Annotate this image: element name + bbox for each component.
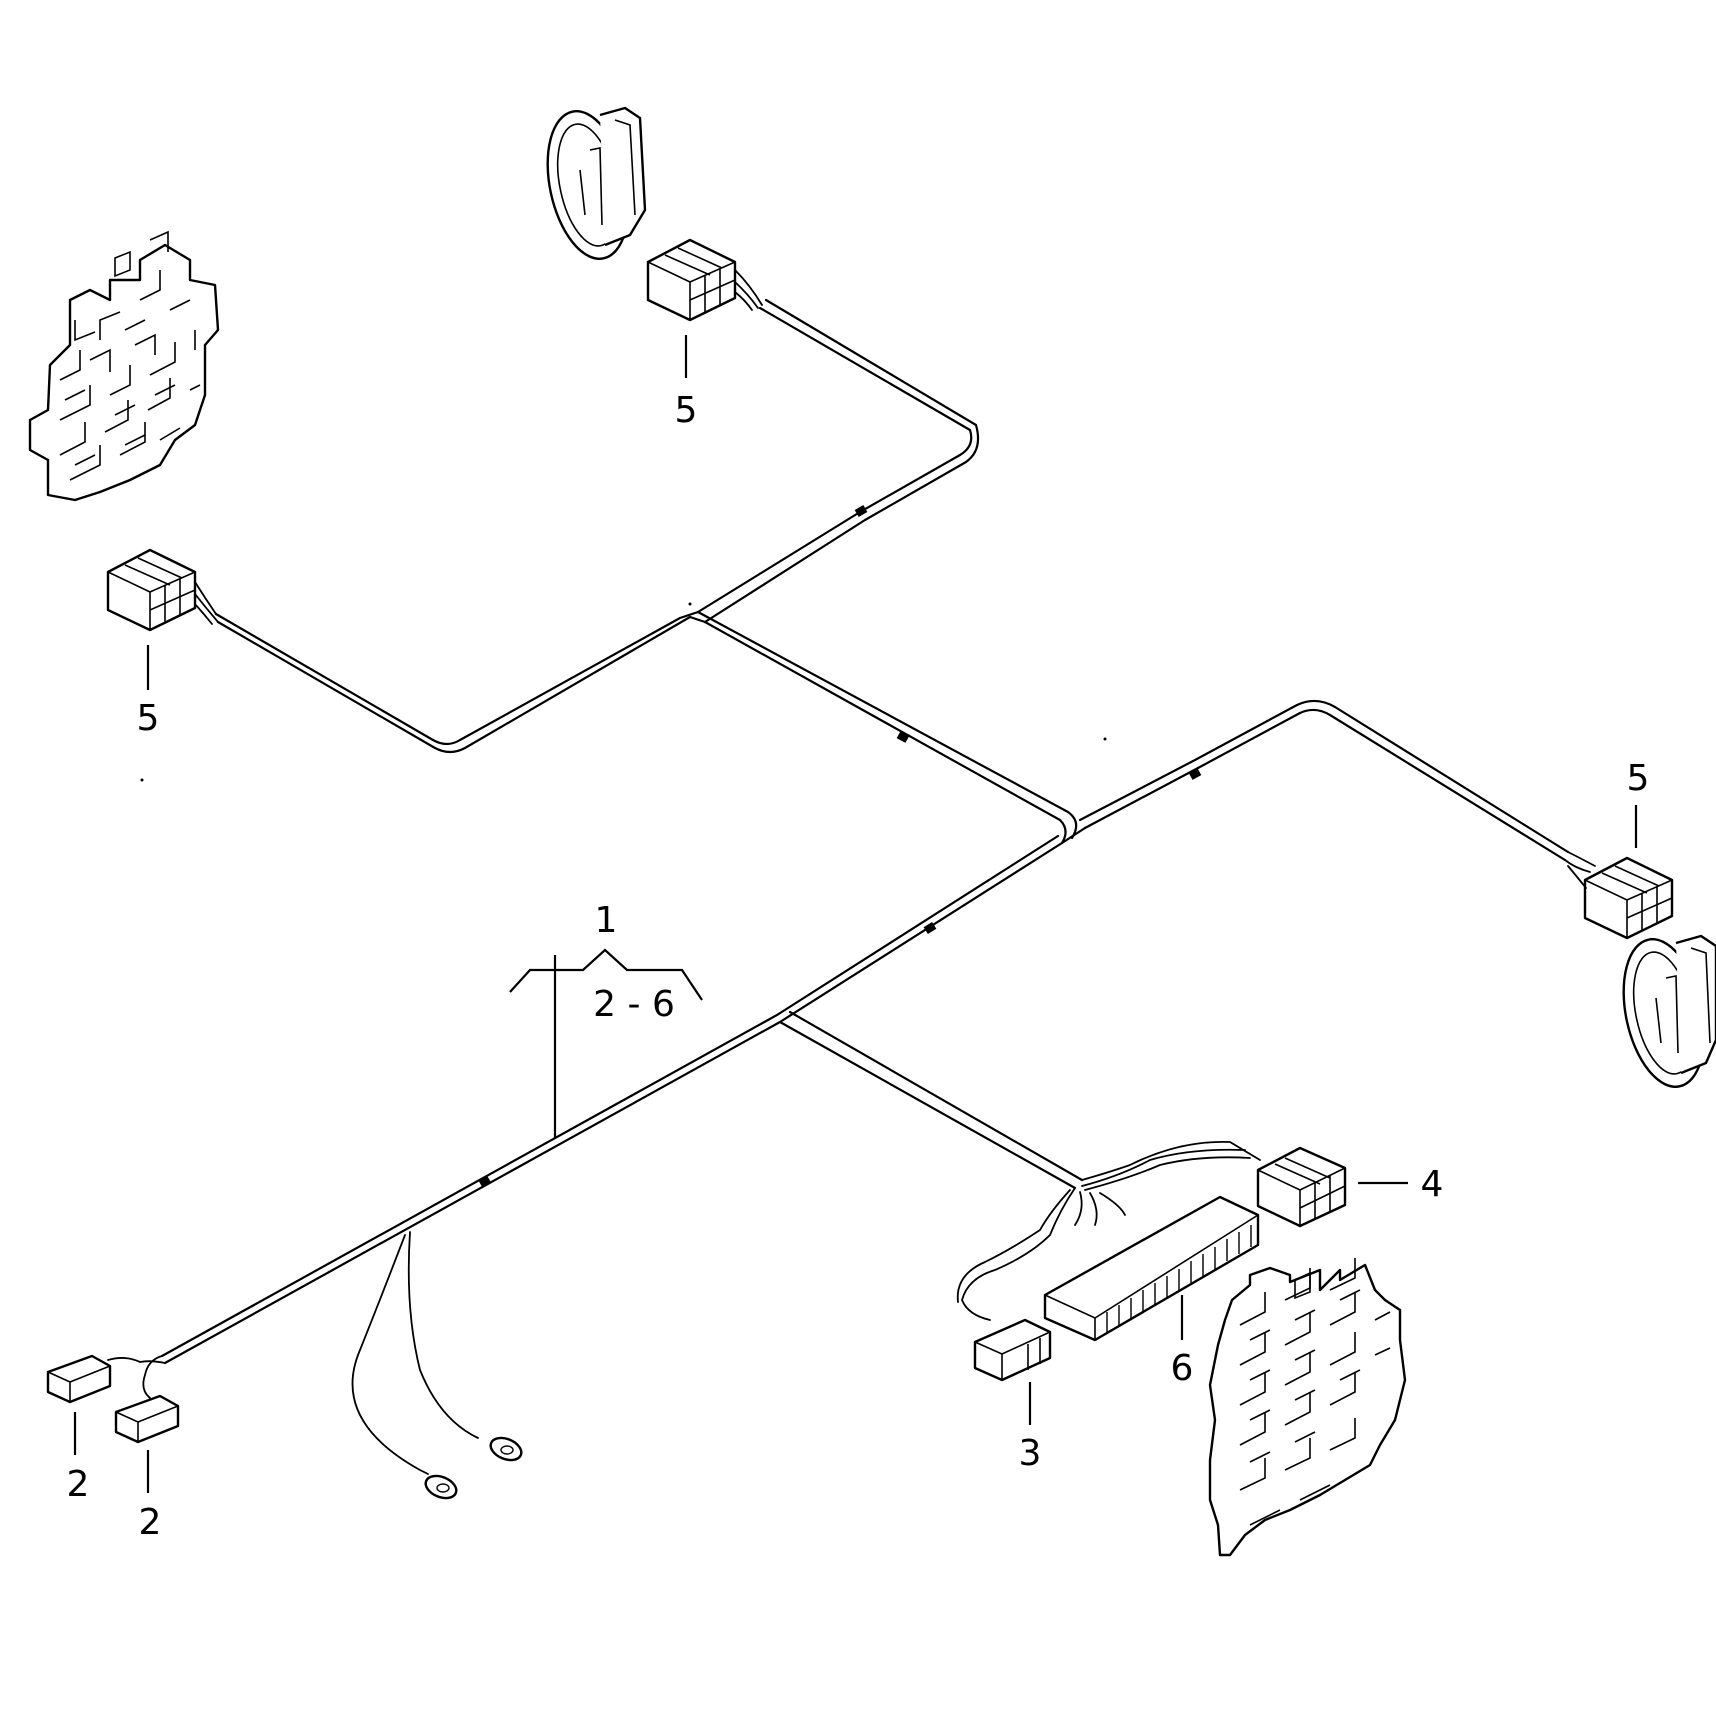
connector-5-right: [1564, 851, 1674, 940]
callout-lamp-left: 5: [137, 698, 160, 739]
fuse-relay-carrier-upper: [28, 230, 220, 502]
connector-5-top: [646, 238, 763, 322]
connector-3: [973, 1318, 1052, 1382]
connector-6: [1043, 1195, 1260, 1342]
upper-harness: [214, 298, 980, 754]
main-harness-trunk: [160, 826, 1087, 1365]
connector-4: [1256, 1146, 1347, 1228]
lamp-housing-top: [546, 106, 647, 260]
callout-connector-3: 3: [1019, 1433, 1042, 1474]
callout-lamp-top: 5: [675, 390, 698, 431]
callout-assembly-range: 2 - 6: [593, 984, 675, 1025]
connector-5-left: [106, 548, 219, 632]
fuse-holder-right: [114, 1394, 180, 1444]
callout-connector-4: 4: [1421, 1164, 1444, 1205]
lamp-housing-right: [1622, 934, 1716, 1088]
fuse-holder-left: [46, 1354, 112, 1404]
callout-fuse-left: 2: [67, 1464, 90, 1505]
callout-leaders: [73, 335, 1638, 1493]
callout-connector-6: 6: [1171, 1348, 1194, 1389]
lower-right-branch: [107, 1010, 1261, 1475]
ground-eyelet-lower: [424, 1474, 458, 1500]
ground-eyelet-upper: [489, 1436, 523, 1462]
center-cross-branch: [696, 610, 1570, 862]
callout-lamp-right: 5: [1627, 758, 1650, 799]
fuse-relay-carrier-lower: [1208, 1258, 1407, 1557]
callout-assembly: 1: [595, 900, 618, 941]
callout-fuse-right: 2: [139, 1502, 162, 1543]
